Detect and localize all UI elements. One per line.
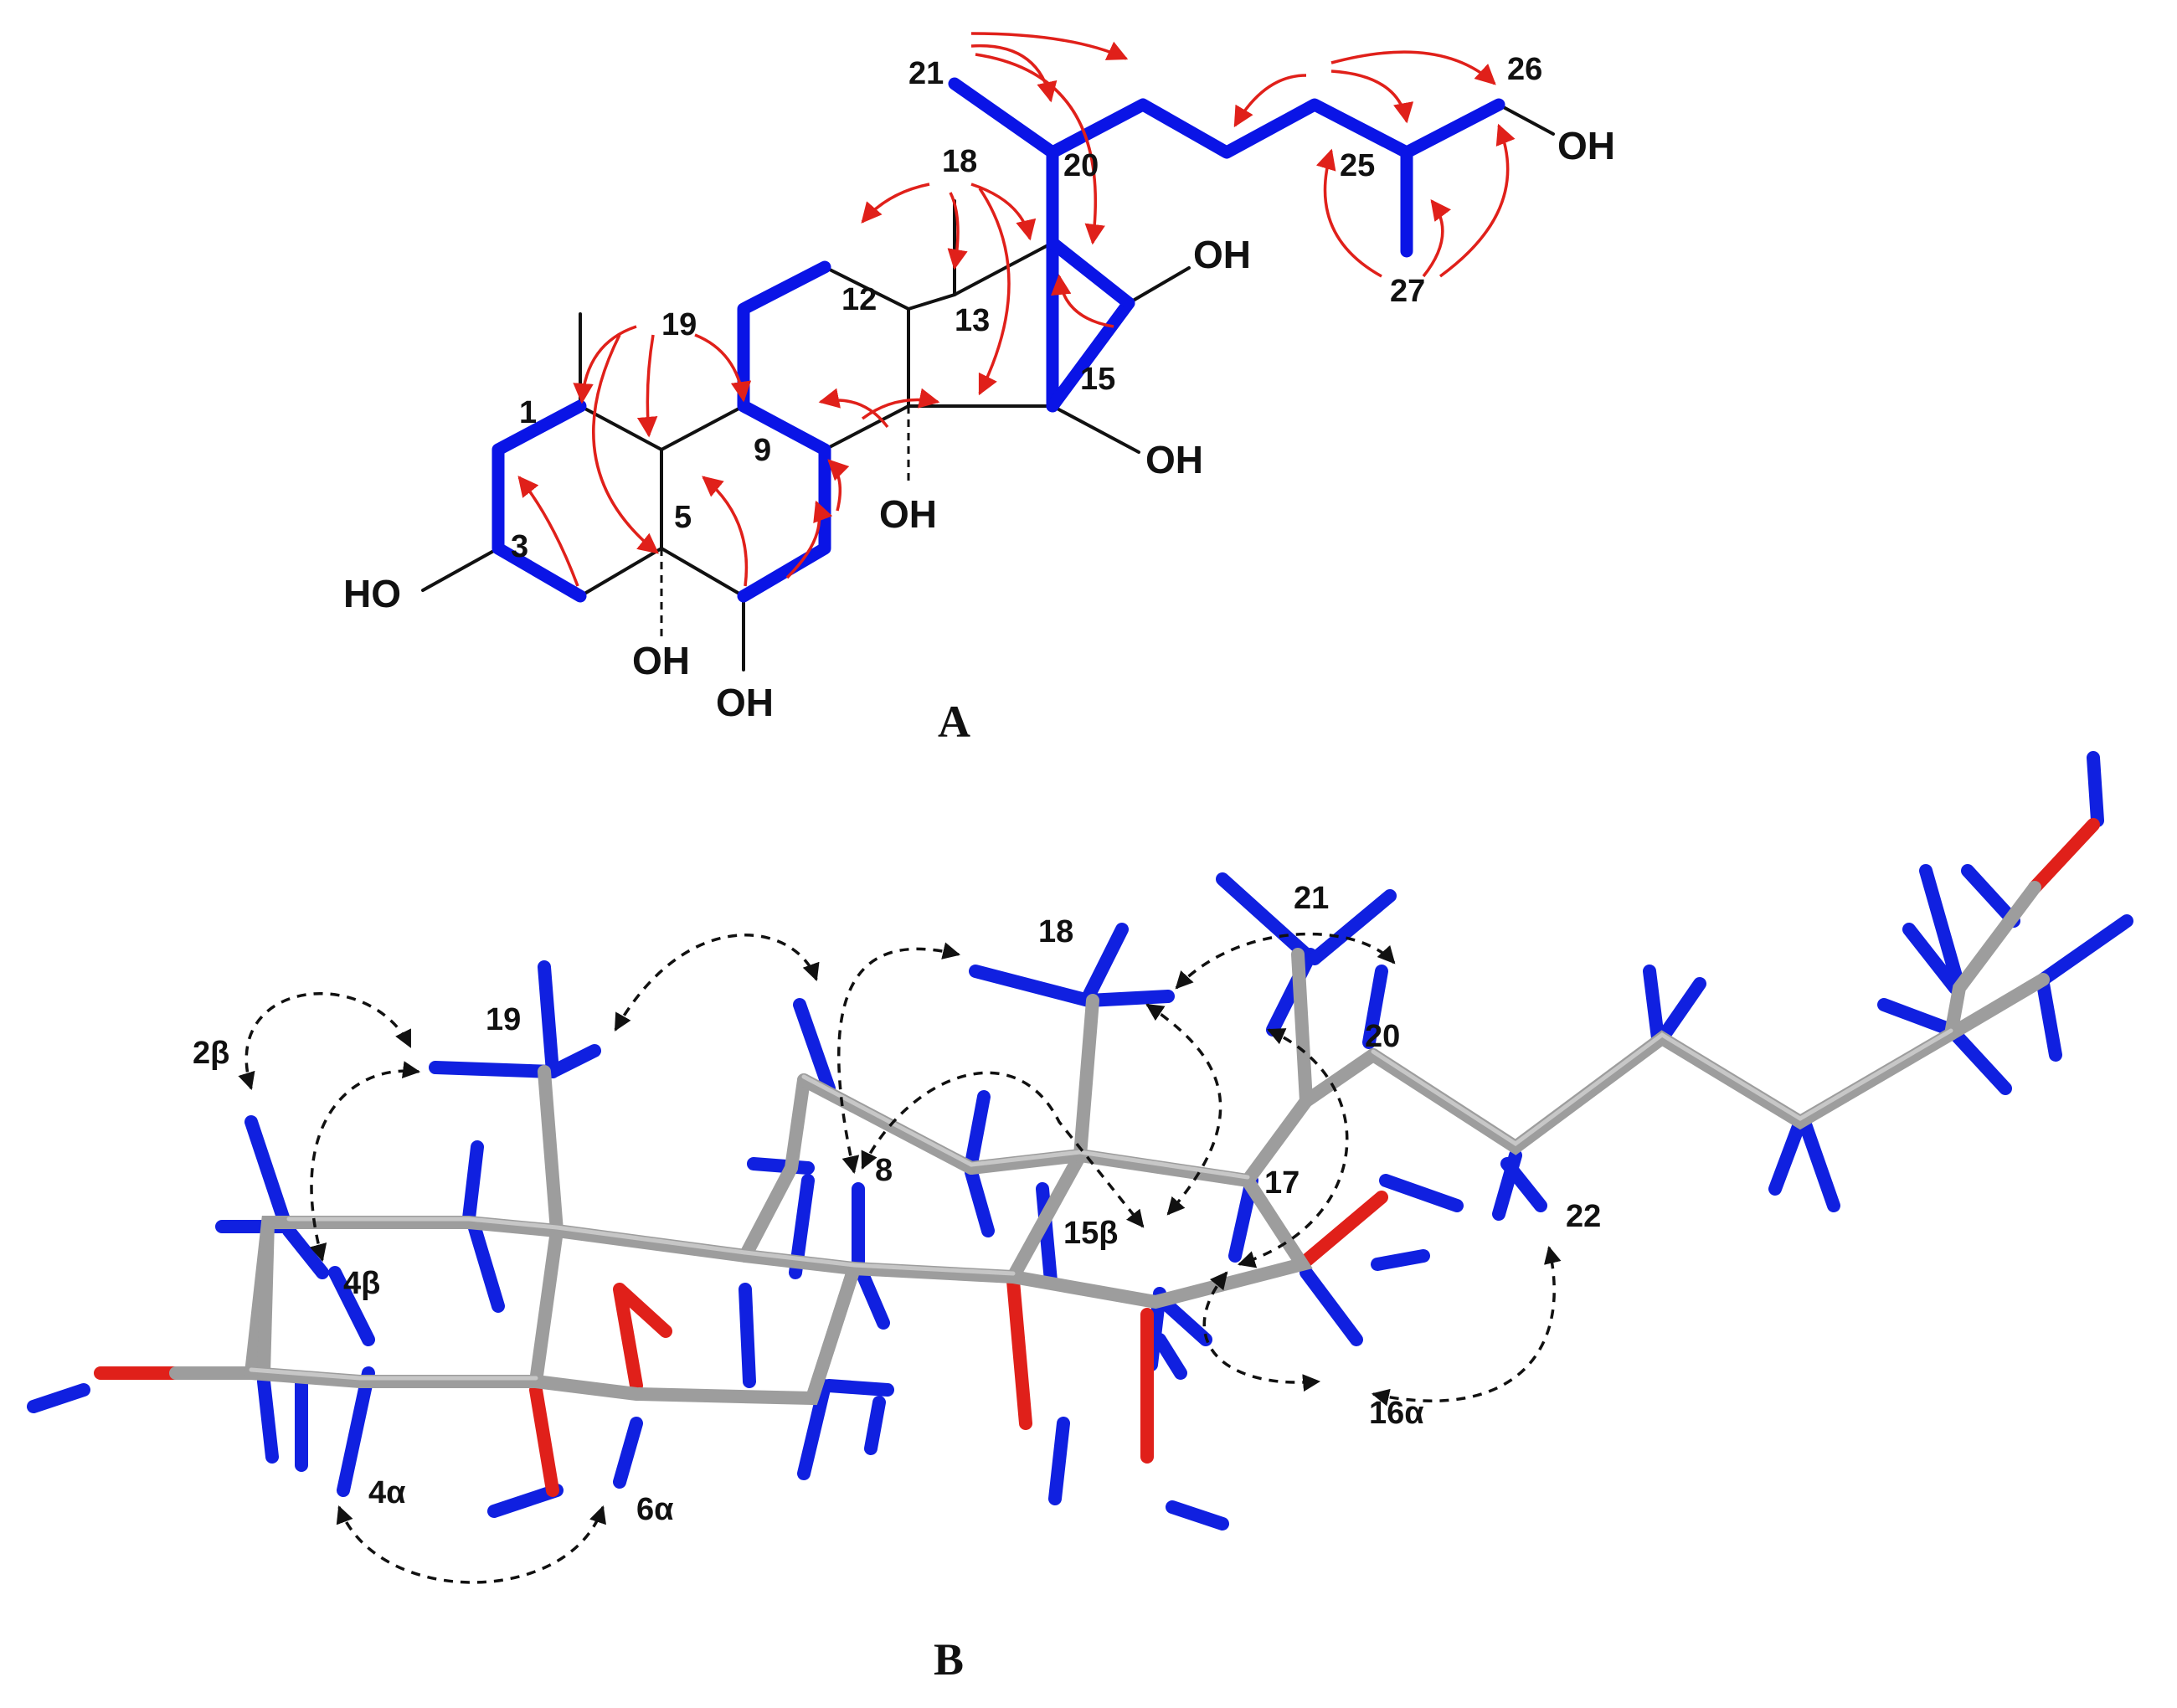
label-c19: 19 xyxy=(661,307,697,342)
label-c17: 17 xyxy=(1264,1165,1300,1201)
label-c27: 27 xyxy=(1390,274,1425,309)
label-h2b: 2β xyxy=(193,1036,229,1071)
label-h22: 22 xyxy=(1566,1199,1601,1234)
label-c26: 26 xyxy=(1507,52,1542,87)
label-c25: 25 xyxy=(1340,148,1375,183)
label-c19b: 19 xyxy=(486,1002,521,1037)
proton-labels: 2β 4β 4α 6α 8 15β 16α 17 18 19 20 21 22 xyxy=(193,881,1601,1527)
label-h15b: 15β xyxy=(1063,1216,1118,1251)
panel-b-model: 2β 4β 4α 6α 8 15β 16α 17 18 19 20 21 22 … xyxy=(27,751,2133,1685)
label-c3: 3 xyxy=(511,529,528,564)
panel-b-label: B xyxy=(934,1634,964,1685)
label-c13: 13 xyxy=(955,303,990,338)
label-oh-c5: OH xyxy=(632,639,690,682)
label-h8: 8 xyxy=(875,1153,893,1188)
cosy-ring-b xyxy=(737,260,831,603)
label-oh-c14: OH xyxy=(879,492,937,536)
label-c18b: 18 xyxy=(1038,914,1073,949)
label-c21b: 21 xyxy=(1294,881,1329,916)
atom-number-labels: 1 3 5 9 12 13 15 18 19 20 21 25 26 27 xyxy=(511,52,1542,564)
label-c20: 20 xyxy=(1063,148,1099,183)
label-c21: 21 xyxy=(908,56,944,91)
label-c18: 18 xyxy=(942,144,977,179)
label-oh-c6: OH xyxy=(716,681,774,724)
label-oh-c15: OH xyxy=(1145,438,1203,481)
label-c9: 9 xyxy=(754,433,771,468)
label-oh-c26: OH xyxy=(1557,124,1615,167)
label-oh-c16: OH xyxy=(1193,233,1251,276)
hmbc-correlations xyxy=(517,32,1516,587)
panel-a-label: A xyxy=(938,697,970,747)
label-h6a: 6α xyxy=(636,1492,674,1527)
oxygen-sticks xyxy=(94,818,2100,1497)
panel-a-structure: 1 3 5 9 12 13 15 18 19 20 21 25 26 27 HO… xyxy=(343,32,1615,747)
label-c15: 15 xyxy=(1080,362,1115,397)
label-c20b: 20 xyxy=(1365,1019,1400,1054)
label-h4a: 4α xyxy=(368,1475,406,1510)
label-c12: 12 xyxy=(841,282,877,317)
label-oh-c3: HO xyxy=(343,572,401,615)
label-c5: 5 xyxy=(674,500,692,535)
cosy-ring-a xyxy=(491,399,587,603)
cosy-ring-d2 xyxy=(1046,296,1135,413)
label-c1: 1 xyxy=(519,395,537,430)
cosy-spin-systems xyxy=(491,77,1505,603)
label-h16a: 16α xyxy=(1369,1396,1424,1431)
noesy-correlations xyxy=(238,932,1562,1584)
carbon-highlights xyxy=(249,1028,1953,1381)
label-h4b: 4β xyxy=(343,1266,380,1301)
cosy-side-chain xyxy=(948,77,1135,310)
hydroxyl-labels: HO OH OH OH OH OH OH xyxy=(343,124,1615,724)
cosy-side-chain-2 xyxy=(1046,98,1505,159)
